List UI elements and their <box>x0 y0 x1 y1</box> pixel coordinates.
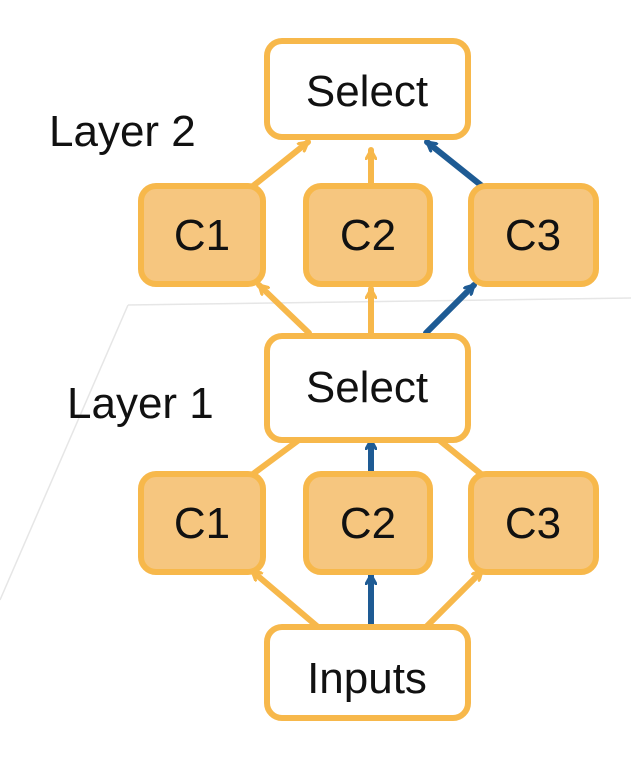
layer-1-candidate-c1: C1 <box>138 471 266 575</box>
layer-1-label: Layer 1 <box>67 379 214 428</box>
layer-2-c3-label: C3 <box>505 211 561 260</box>
layer-1-candidate-c3: C3 <box>468 471 599 575</box>
select-label-2: Select <box>306 67 428 116</box>
layer-2-label: Layer 2 <box>49 107 196 156</box>
layer-2-c2-label: C2 <box>340 211 396 260</box>
layer-2-candidate-c2: C2 <box>303 183 433 287</box>
layer-1-c1-label: C1 <box>174 499 230 548</box>
inputs-label: Inputs <box>307 654 427 703</box>
select-label-1: Select <box>306 363 428 412</box>
layer-plane-top-edge <box>127 297 631 306</box>
edge-inputs-to-l1-c1 <box>249 568 321 630</box>
edge-l2-c1-to-select-2 <box>250 139 311 189</box>
edges <box>249 139 485 630</box>
layer-1-candidate-c2: C2 <box>303 471 433 575</box>
layer-1-c2-label: C2 <box>340 499 396 548</box>
layer-2-candidate-c3: C3 <box>468 183 599 287</box>
select-node-1: Select <box>264 333 471 443</box>
layer-planes <box>0 297 631 601</box>
edge-select-1-to-l2-c1 <box>256 282 312 336</box>
edge-inputs-to-l1-c3 <box>423 568 485 630</box>
select-node-2: Select <box>264 38 471 140</box>
edge-select-1-to-l2-c3 <box>423 282 477 336</box>
edge-l2-c3-to-select-2 <box>424 139 485 189</box>
layer-2-c1-label: C1 <box>174 211 230 260</box>
layer-2-candidate-c1: C1 <box>138 183 266 287</box>
layer-1-c3-label: C3 <box>505 499 561 548</box>
inputs-node: Inputs <box>264 624 471 721</box>
layer-plane-left-edge <box>0 304 129 601</box>
